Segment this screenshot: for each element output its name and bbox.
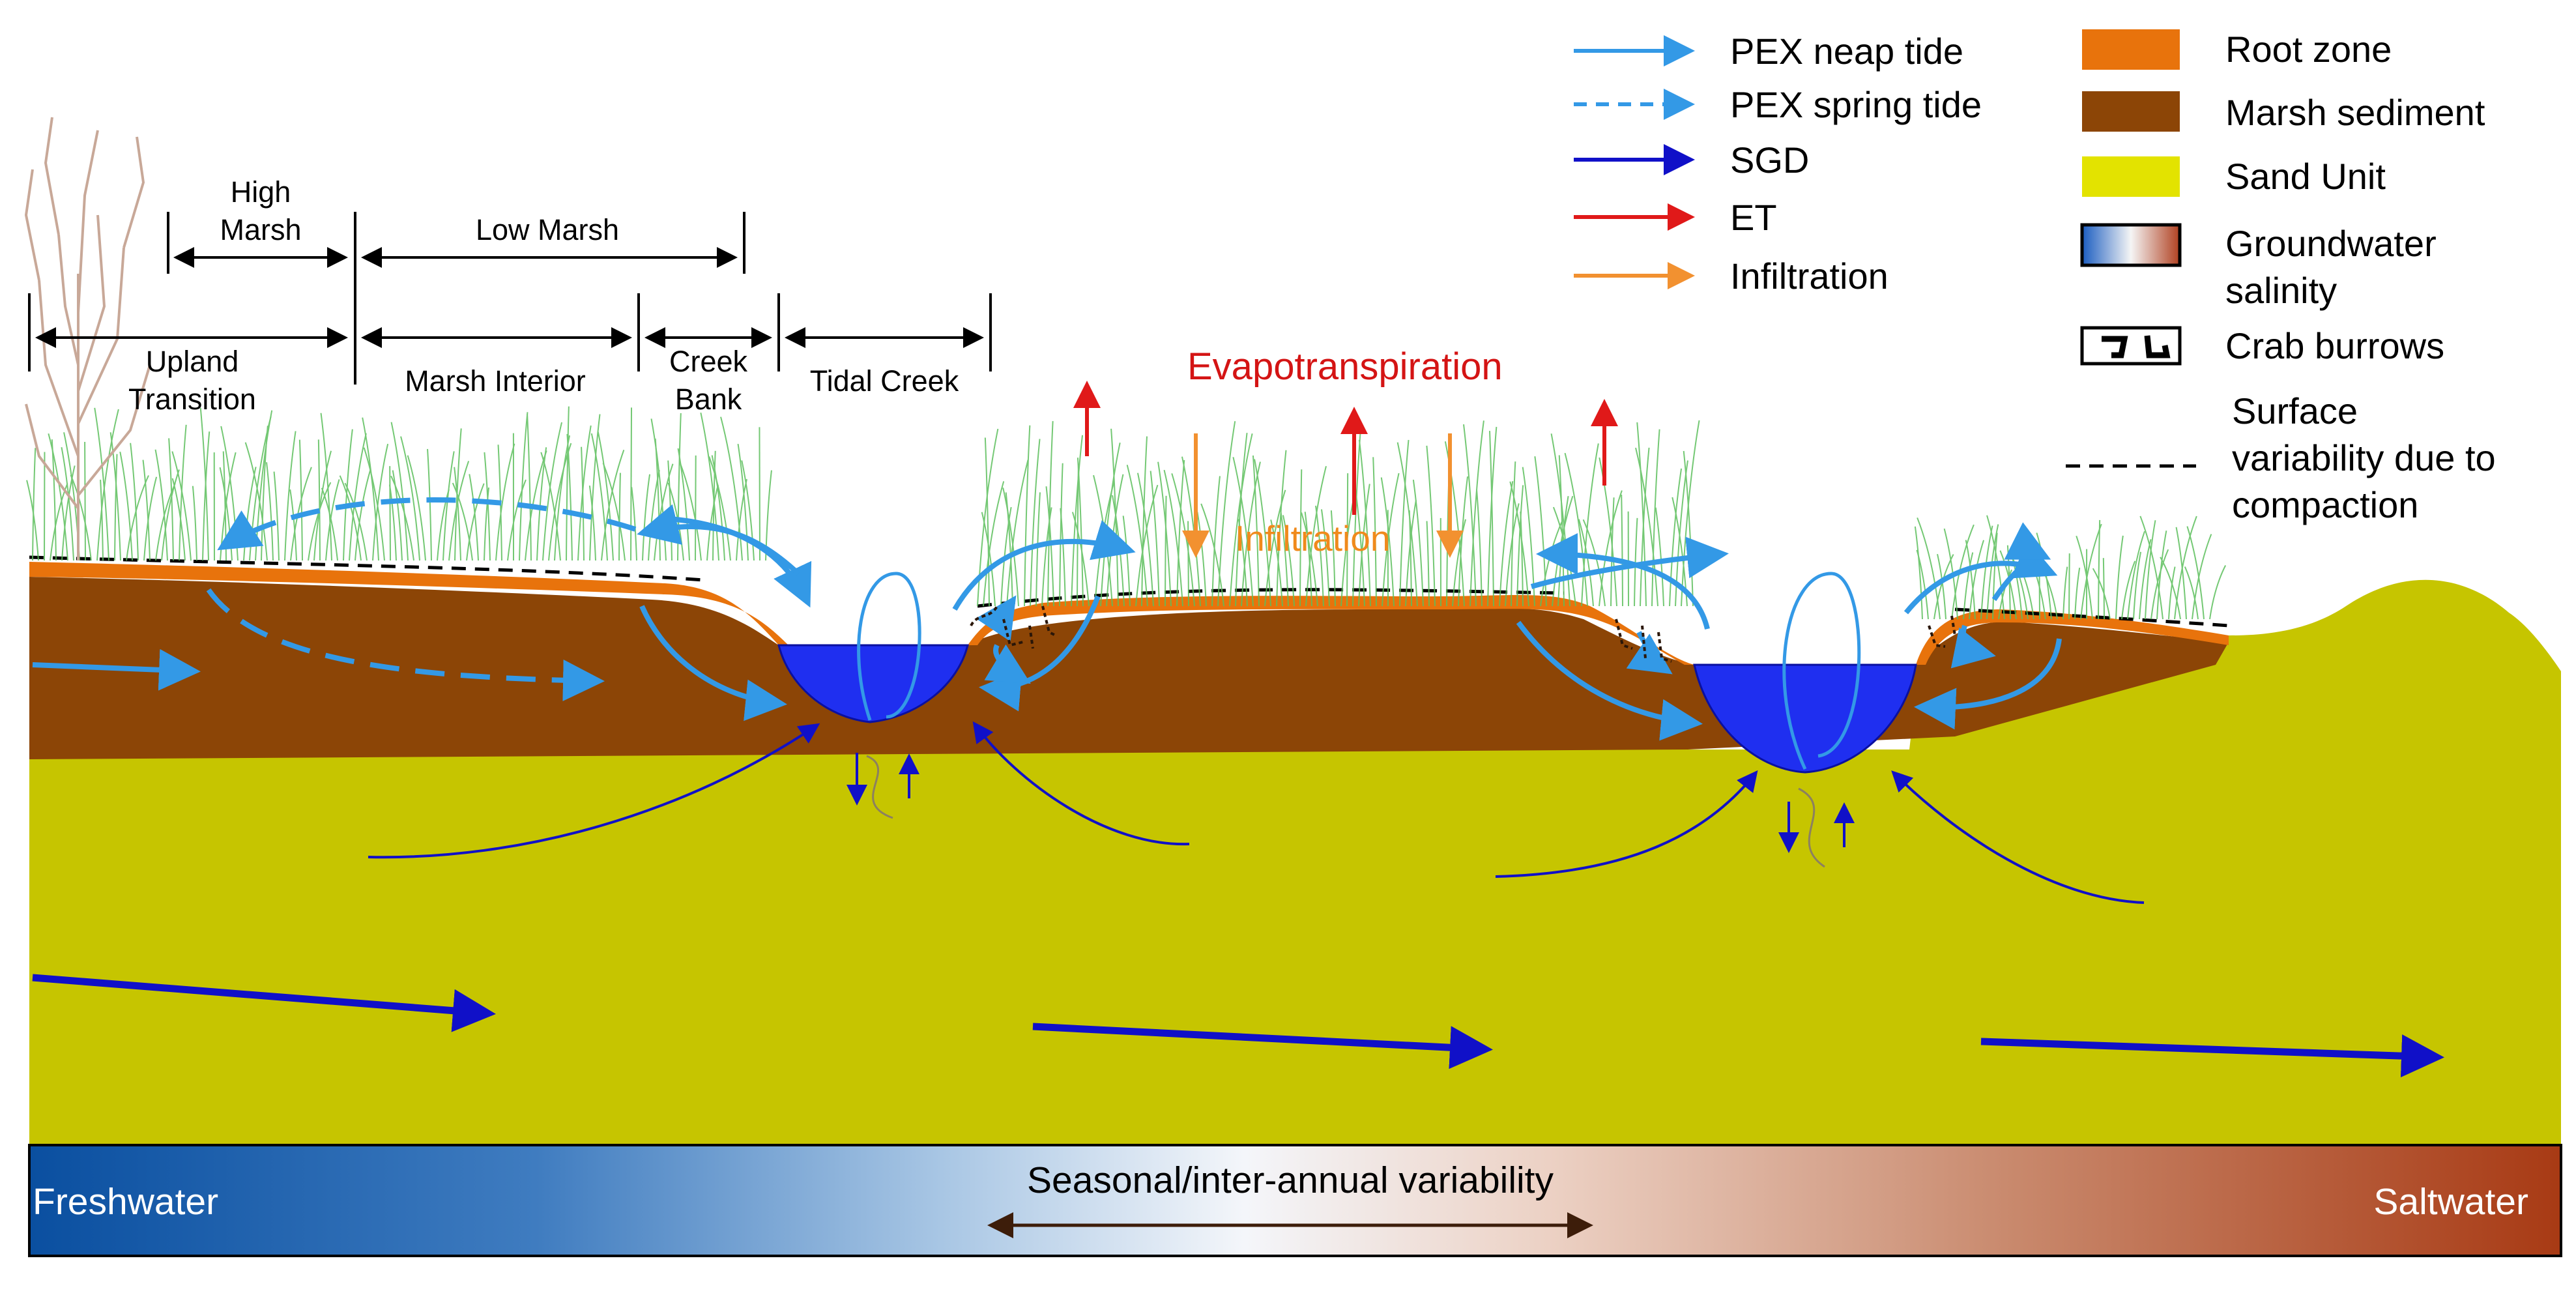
infiltration-flows [1182, 433, 1464, 558]
legend-sgd-label: SGD [1730, 139, 1809, 181]
sgd-flows [32, 721, 2444, 1078]
high-marsh-label-1: High [231, 175, 291, 209]
legend-infiltration-label: Infiltration [1730, 255, 1889, 297]
legend-pex-spring-label: PEX spring tide [1730, 84, 1982, 125]
legend-salinity-swatch [2080, 223, 2182, 267]
legend-root-zone-swatch [2082, 29, 2180, 70]
zone-labels: High Marsh Low Marsh Upland Transition M… [128, 175, 959, 416]
root-zone-layer [29, 562, 2229, 665]
saltwater-label: Saltwater [2373, 1181, 2528, 1223]
legend-surface-label-1: Surface [2232, 390, 2358, 431]
sgd-arrow-4 [1891, 770, 2145, 904]
legend-pex-neap-label: PEX neap tide [1730, 31, 1963, 72]
legend-salinity-label-1: Groundwater [2225, 223, 2437, 264]
et-flows [1073, 381, 1618, 515]
legend-crab-burrows-label: Crab burrows [2225, 325, 2444, 366]
regional-flow-arrow-3 [1980, 1034, 2444, 1078]
creek-bank-label-1: Creek [669, 345, 748, 378]
sgd-arrow-3 [1495, 770, 1758, 878]
regional-flow-arrow-1 [32, 974, 496, 1032]
pex-flows [32, 504, 2062, 741]
high-marsh-label-2: Marsh [220, 213, 301, 246]
freshwater-label: Freshwater [33, 1181, 218, 1223]
infiltration-label: Infiltration [1235, 518, 1390, 559]
salinity-bar: Freshwater Saltwater Seasonal/inter-annu… [28, 1144, 2562, 1257]
legend-units: Root zone Marsh sediment Sand Unit Groun… [2066, 29, 2496, 525]
low-marsh-label: Low Marsh [476, 213, 619, 246]
creek-bank-label-2: Bank [675, 383, 742, 416]
evapotranspiration-label: Evapotranspiration [1187, 345, 1503, 388]
legend-et-label: ET [1730, 197, 1777, 238]
tidal-creek-right [1693, 663, 1917, 774]
legend-surface-label-2: variability due to [2232, 437, 2496, 478]
variability-label: Seasonal/inter-annual variability [1027, 1159, 1554, 1201]
legend-surface-label-3: compaction [2232, 484, 2418, 525]
tidal-creek-label: Tidal Creek [810, 364, 959, 398]
legend-marsh-sediment-label: Marsh sediment [2225, 92, 2485, 133]
regional-flow-arrow-2 [1032, 1023, 1493, 1069]
sgd-arrow-2 [972, 721, 1190, 846]
tidal-creek-left [777, 644, 969, 723]
legend-sand-unit-label: Sand Unit [2225, 156, 2386, 197]
crab-burrows [970, 605, 1956, 663]
upland-label-1: Upland [146, 345, 239, 378]
zone-dimension-lines [28, 212, 992, 385]
sgd-arrow-1 [368, 723, 820, 859]
legend-flows: PEX neap tide PEX spring tide SGD ET Inf… [1574, 31, 1982, 297]
legend-marsh-sediment-swatch [2082, 91, 2180, 132]
legend-salinity-label-2: salinity [2225, 270, 2337, 311]
legend-sand-unit-swatch [2082, 156, 2180, 197]
legend-root-zone-label: Root zone [2225, 29, 2392, 70]
pex-spring-flows [206, 497, 637, 701]
upland-label-2: Transition [128, 383, 256, 416]
crab-burrow-icon [2080, 326, 2182, 366]
cross-section [29, 555, 2561, 1144]
marsh-interior-label: Marsh Interior [405, 364, 586, 398]
